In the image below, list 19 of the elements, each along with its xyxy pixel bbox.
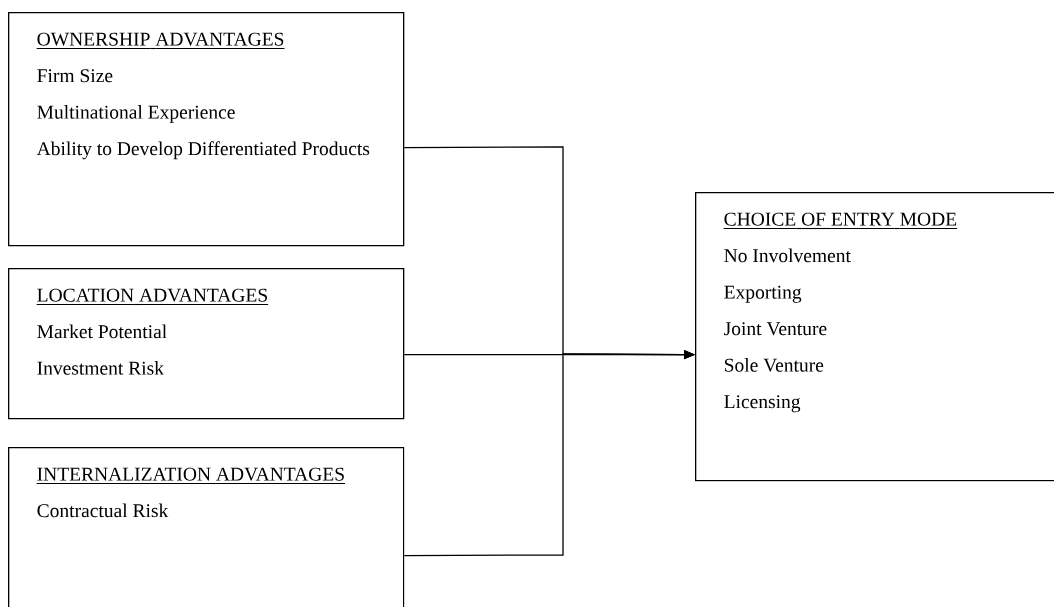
factor-box bbox=[8, 12, 405, 247]
heading: OWNERSHIP ADVANTAGES bbox=[36, 32, 285, 50]
list-item: Licensing bbox=[724, 395, 801, 413]
list-item: Sole Venture bbox=[724, 358, 824, 372]
factor-box bbox=[8, 268, 405, 420]
list-item: Joint Venture bbox=[724, 322, 827, 336]
heading: LOCATION ADVANTAGES bbox=[36, 288, 269, 306]
list-item: Multinational Experience bbox=[37, 105, 235, 123]
heading: CHOICE OF ENTRY MODE bbox=[723, 212, 958, 230]
heading: INTERNALIZATION ADVANTAGES bbox=[36, 467, 346, 485]
list-item: Exporting bbox=[724, 285, 802, 303]
factor-box bbox=[695, 192, 1054, 482]
list-item: Market Potential bbox=[37, 324, 167, 339]
list-item: Ability to Develop Differentiated Products bbox=[36, 141, 370, 160]
list-item: Contractual Risk bbox=[37, 503, 169, 518]
factor-box bbox=[8, 447, 405, 607]
list-item: Investment Risk bbox=[37, 361, 164, 375]
list-item: Firm Size bbox=[37, 69, 113, 83]
list-item: No Involvement bbox=[724, 248, 851, 263]
